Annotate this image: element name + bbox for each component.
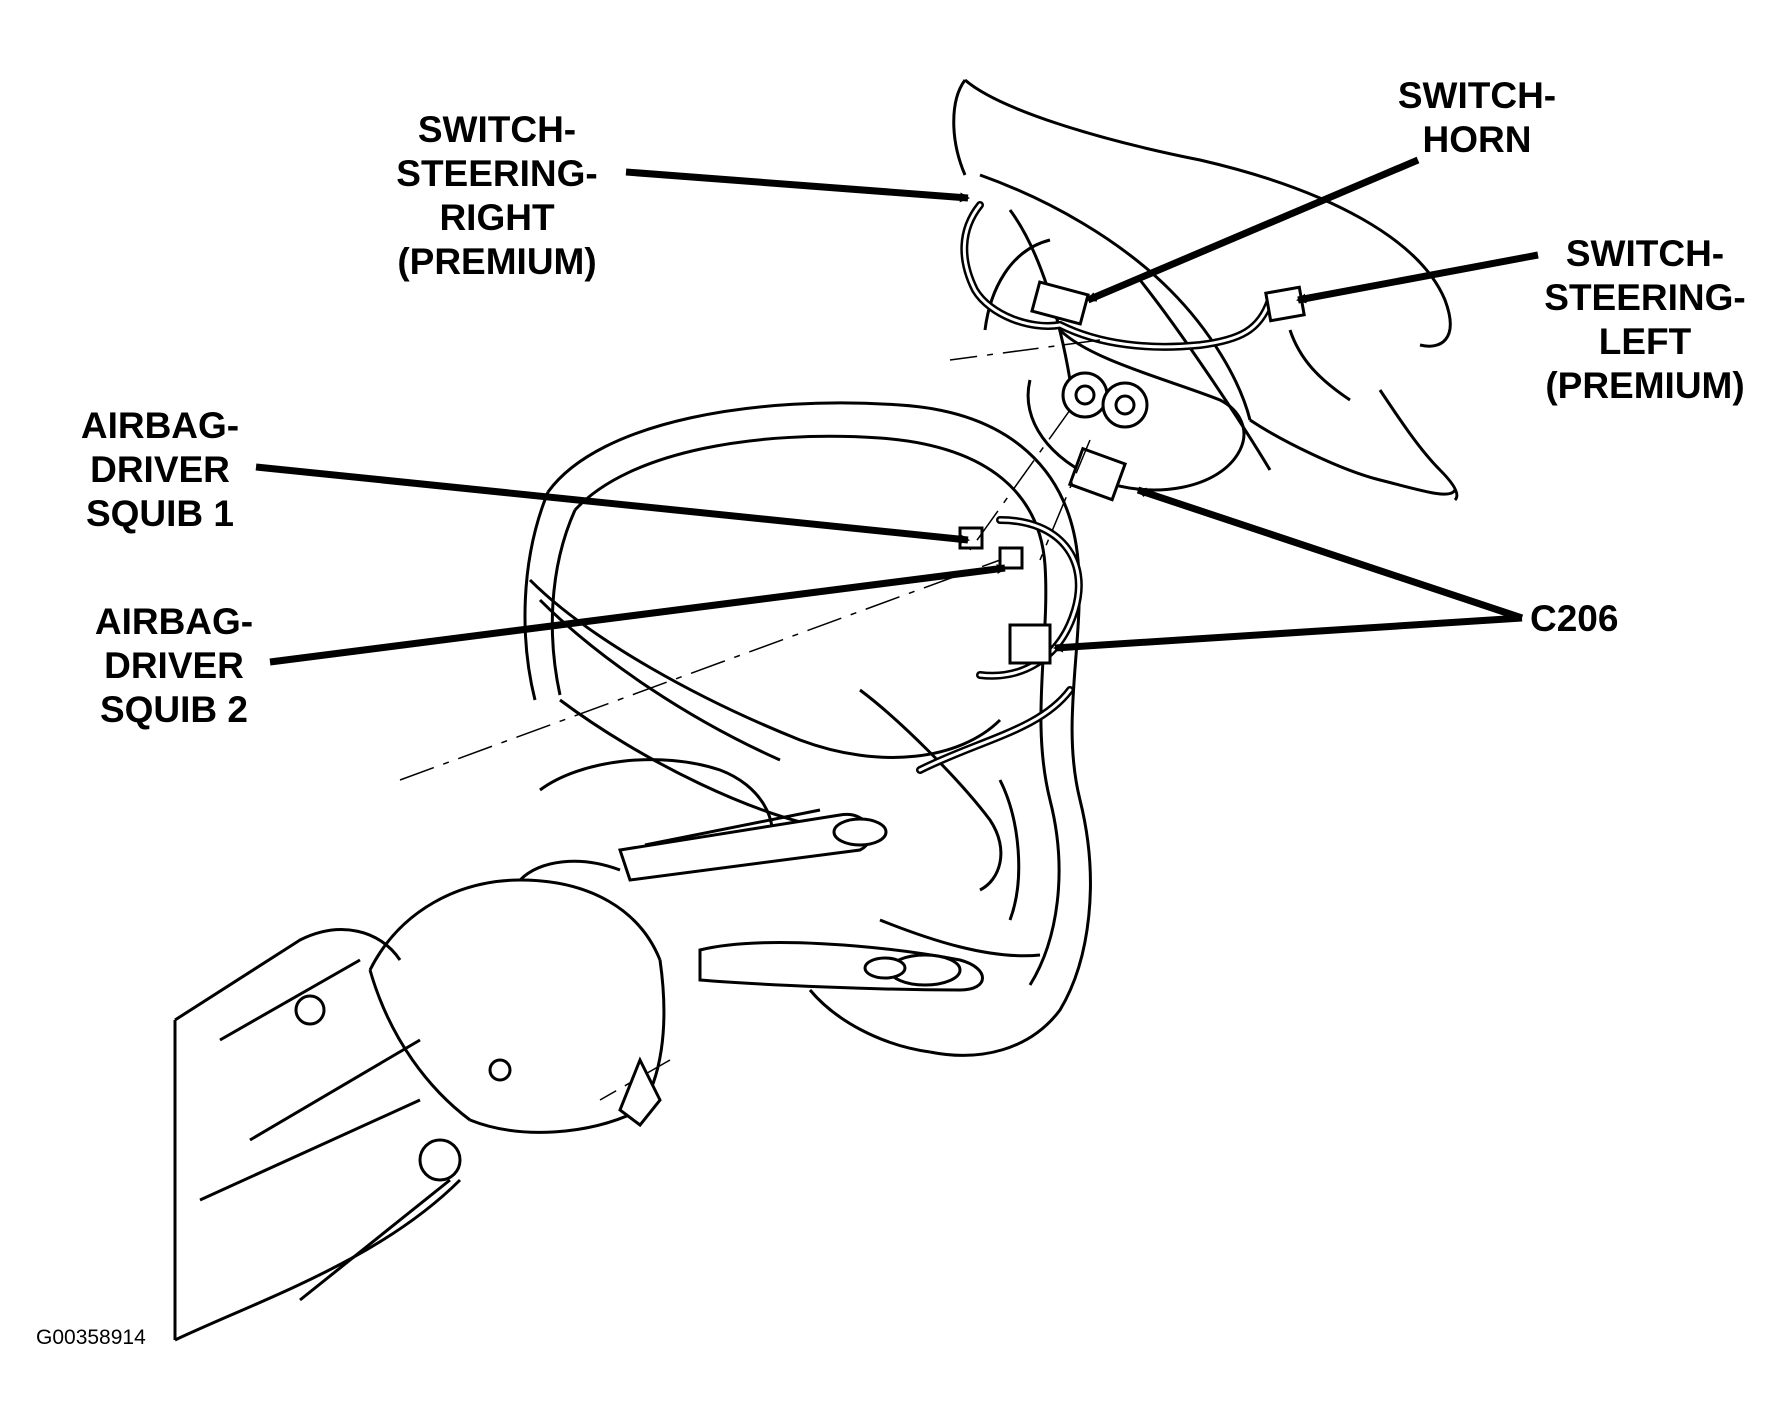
arrow-switch-steering-left xyxy=(1296,251,1539,304)
callout-arrows xyxy=(255,156,1539,666)
arrow-airbag-squib-1 xyxy=(255,463,970,545)
callout-switch-steering-left: SWITCH- STEERING- LEFT (PREMIUM) xyxy=(1544,233,1746,406)
arrow-airbag-squib-2 xyxy=(269,564,1007,666)
arrow-c206-lower xyxy=(1053,614,1523,653)
callout-airbag-squib-2: AIRBAG- DRIVER SQUIB 2 xyxy=(94,601,254,730)
wire-harness-inner xyxy=(918,203,1272,772)
connectors xyxy=(958,280,1306,665)
callout-switch-steering-right: SWITCH- STEERING- RIGHT (PREMIUM) xyxy=(396,109,598,282)
arrow-switch-horn xyxy=(1086,156,1420,304)
figure-id: G00358914 xyxy=(36,1326,146,1349)
callout-c206: C206 xyxy=(1530,598,1619,639)
multifunction-levers xyxy=(618,812,984,1128)
callout-airbag-squib-1: AIRBAG- DRIVER SQUIB 1 xyxy=(80,405,240,534)
arrow-c206-upper xyxy=(1136,486,1524,622)
arrow-switch-steering-right xyxy=(625,168,970,203)
center-lines xyxy=(399,339,1101,1101)
callout-switch-horn: SWITCH- HORN xyxy=(1397,75,1557,160)
